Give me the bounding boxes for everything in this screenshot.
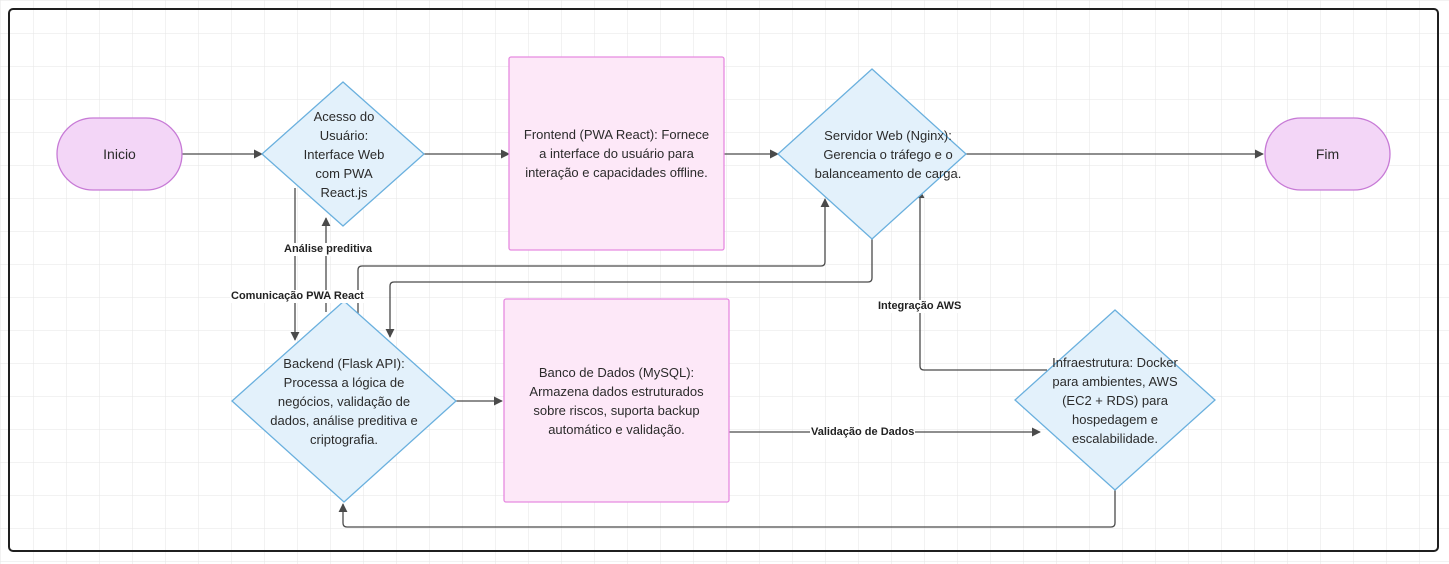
banco-process[interactable] xyxy=(503,298,730,503)
edge-infra-backend[interactable] xyxy=(338,490,1116,528)
diagram-frame xyxy=(8,8,1439,552)
acesso-decision[interactable] xyxy=(261,81,425,227)
backend-decision[interactable] xyxy=(231,300,457,503)
edge-label-analise-preditiva: Análise preditiva xyxy=(283,243,374,256)
edge-infra-servidor[interactable] xyxy=(915,189,1047,371)
edge-label-validacao-dados: Validação de Dados xyxy=(810,426,916,439)
frontend-process[interactable] xyxy=(508,56,725,251)
edge-servidor-backend[interactable] xyxy=(385,238,873,338)
edge-backend-servidor[interactable] xyxy=(357,198,830,318)
infra-decision[interactable] xyxy=(1014,309,1216,491)
servidor-decision[interactable] xyxy=(777,68,967,240)
inicio-terminal[interactable] xyxy=(56,117,183,191)
fim-terminal[interactable] xyxy=(1264,117,1391,191)
edge-label-integracao-aws: Integração AWS xyxy=(877,300,963,313)
edge-label-comunicacao-pwa: Comunicação PWA React xyxy=(230,290,365,303)
